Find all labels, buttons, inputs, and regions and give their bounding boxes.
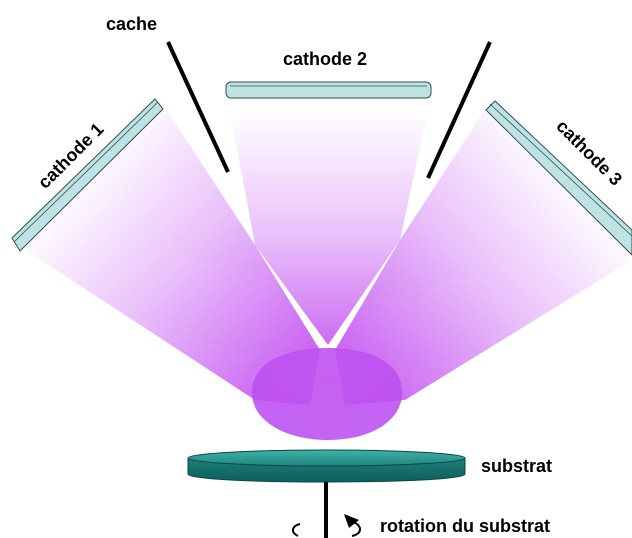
rotation-left-arc (292, 523, 301, 537)
cathode-1-edge (13, 101, 159, 243)
cathode-1-target (11, 98, 164, 252)
substrate-top (187, 449, 466, 467)
rotation-arrow-icon (344, 514, 359, 528)
plasma-pool (252, 348, 402, 440)
rotation-right-arc (351, 521, 361, 537)
cathode-2: cathode 2 (225, 49, 432, 99)
shutter-right (426, 41, 492, 179)
rotation-label: rotation du substrat (380, 516, 550, 536)
shutters: cache (106, 14, 492, 179)
plume-cathode-2 (228, 100, 430, 345)
cathode-2-target (225, 81, 432, 99)
rotation: rotation du substrat (292, 482, 550, 538)
shutter-left (166, 41, 230, 173)
cathode-3-target (485, 100, 632, 256)
cathode-2-label: cathode 2 (283, 49, 367, 69)
substrate-label: substrat (481, 456, 552, 476)
cathode-3-edge (489, 103, 632, 237)
substrate: substrat (187, 449, 552, 483)
cache-label: cache (106, 14, 157, 34)
